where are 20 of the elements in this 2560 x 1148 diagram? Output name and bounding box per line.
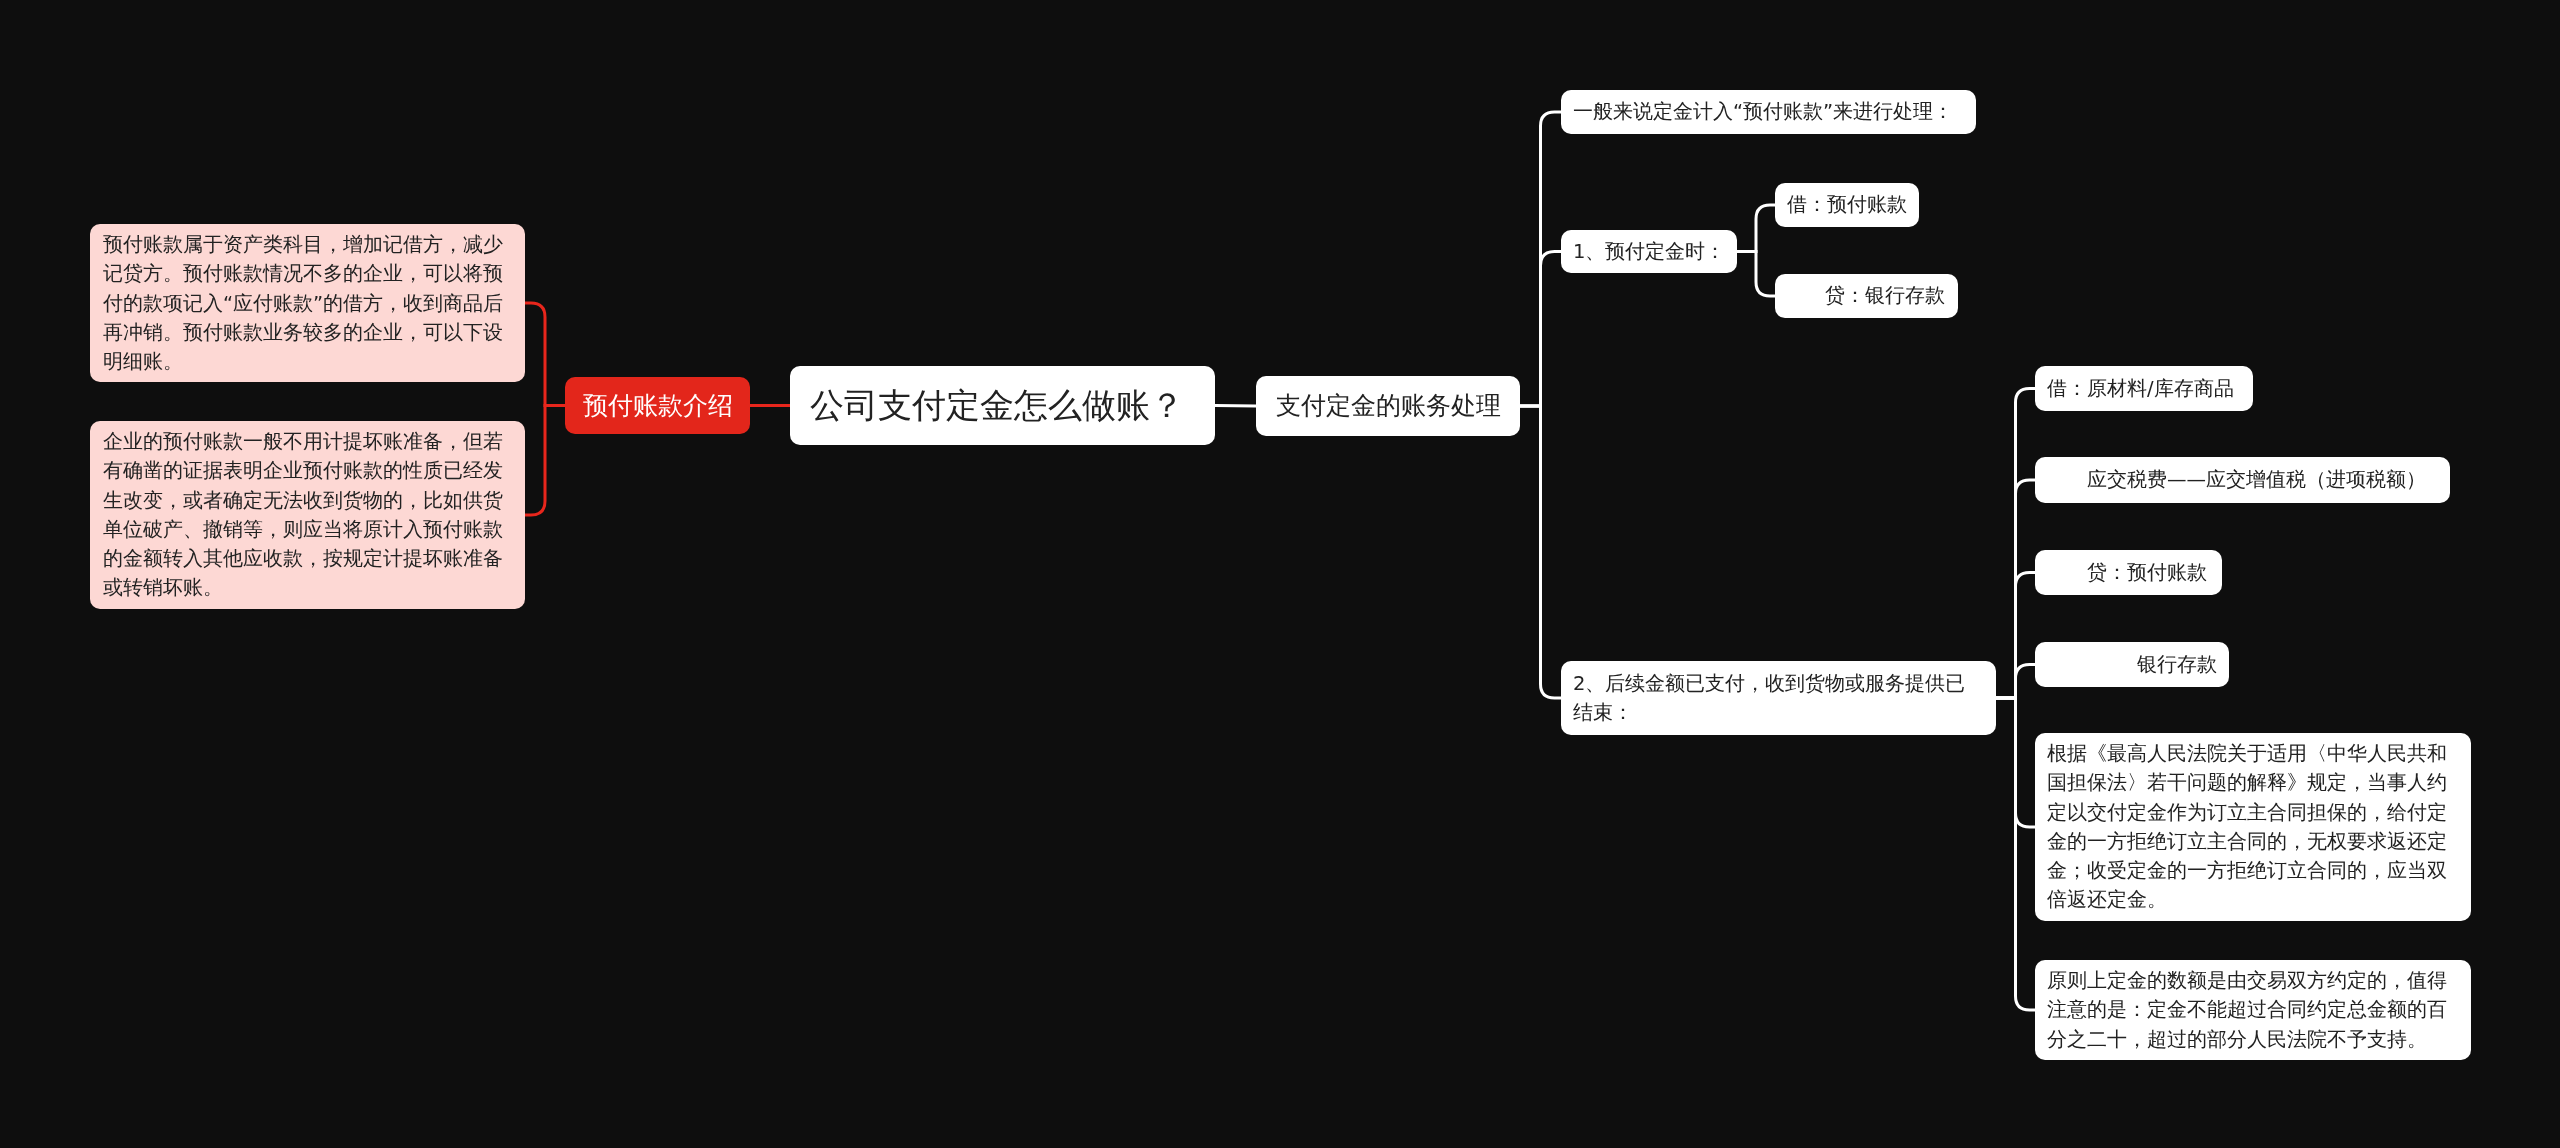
text-box: 1、预付定金时： bbox=[1561, 230, 1738, 273]
note-box: 预付账款属于资产类科目，增加记借方，减少记贷方。预付账款情况不多的企业，可以将预付的款项记入“应付账款”的借方，收到商品后再冲销。预付账款业务较多的企业，可以下设明细账。 bbox=[90, 224, 525, 383]
text-box: 借：原材料/库存商品 bbox=[2035, 366, 2253, 411]
text-box: 应交税费——应交增值税（进项税额） bbox=[2035, 457, 2450, 503]
text-box: 一般来说定金计入“预付账款”来进行处理： bbox=[1561, 90, 1976, 134]
text-box: 原则上定金的数额是由交易双方约定的，值得注意的是：定金不能超过合同约定总金额的百分之二十，超过的部分人民法院不予支持。 bbox=[2035, 960, 2471, 1060]
text-box: 贷：预付账款 bbox=[2035, 550, 2222, 595]
text-box: 2、后续金额已支付，收到货物或服务提供已结束： bbox=[1561, 661, 1996, 735]
branch-box: 预付账款介绍 bbox=[565, 377, 750, 434]
connector-line bbox=[1520, 404, 1561, 700]
connector-line bbox=[750, 404, 790, 407]
text-box: 根据《最高人民法院关于适用〈中华人民共和国担保法〉若干问题的解释》规定，当事人约定以交付定金作为订立主合同担保的，给付定金的一方拒绝订立主合同的，无权要求返还定金；收受定金的一方拒绝订立合同的，应当双倍返还定金。 bbox=[2035, 733, 2471, 921]
connector-line bbox=[1214, 404, 1257, 408]
topic-box: 公司支付定金怎么做账？ bbox=[790, 366, 1215, 445]
note-box: 企业的预付账款一般不用计提坏账准备，但若有确凿的证据表明企业预付账款的性质已经发生改变，或者确定无法收到货物的，比如供货单位破产、撤销等，则应当将原计入预付账款的金额转入其他应收款，按规定计提坏账准备或转销坏账。 bbox=[90, 421, 525, 609]
connector-line bbox=[1737, 250, 1775, 298]
text-box: 借：预付账款 bbox=[1775, 183, 1919, 227]
text-box: 贷：银行存款 bbox=[1775, 274, 1958, 318]
topic-box: 支付定金的账务处理 bbox=[1256, 376, 1520, 436]
text-box: 银行存款 bbox=[2035, 642, 2229, 687]
